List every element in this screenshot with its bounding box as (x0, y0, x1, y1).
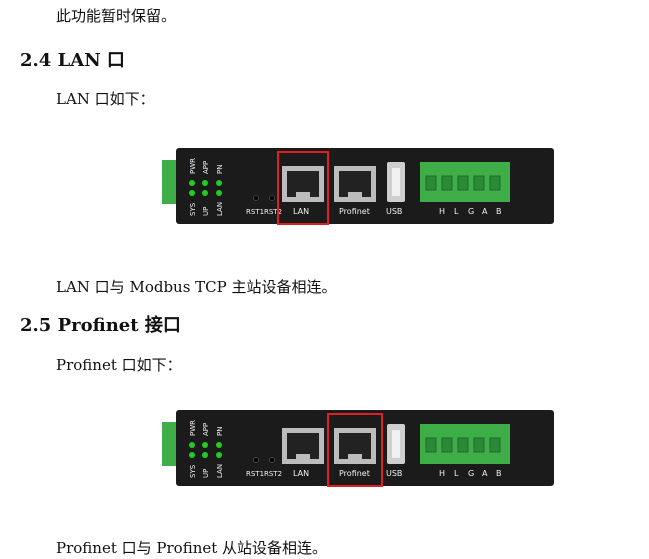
lan-port-label: LAN (293, 469, 309, 478)
section-heading-lan: 2.4 LAN 口 (20, 50, 125, 71)
led-label-top: APP (202, 423, 210, 436)
lan-port-label: LAN (293, 207, 309, 216)
side-connector (162, 422, 176, 466)
lan-intro: LAN 口如下： (56, 90, 155, 108)
reset-button-hole (253, 195, 259, 201)
led-label-bottom: SYS (189, 202, 197, 216)
usb-port-label: USB (386, 469, 402, 478)
side-connector (162, 160, 176, 204)
led (189, 442, 195, 448)
led-label-top: PN (216, 165, 224, 174)
led (216, 190, 222, 196)
terminal-pin-label: G (468, 207, 474, 216)
terminal-pin-label: B (496, 207, 502, 216)
reset-button-hole (269, 195, 275, 201)
led (189, 180, 195, 186)
profinet-port-label: Profinet (339, 207, 370, 216)
device-figure-lan: PWR APP PN SYS UP LAN RST1 RST2 LAN Prof… (162, 146, 554, 226)
reset-label: RST1 (246, 470, 264, 478)
led-label-top: PWR (189, 158, 197, 174)
section-heading-profinet: 2.5 Profinet 接口 (20, 315, 181, 336)
profinet-intro: Profinet 口如下： (56, 356, 182, 374)
reset-label: RST2 (264, 470, 282, 478)
highlight-box (327, 413, 383, 487)
terminal-pin-label: A (482, 469, 488, 478)
led-label-top: APP (202, 161, 210, 174)
terminal-pin-label: L (454, 469, 459, 478)
led (216, 442, 222, 448)
led-label-top: PN (216, 427, 224, 436)
led-label-top: PWR (189, 420, 197, 436)
led (202, 180, 208, 186)
led (216, 180, 222, 186)
reset-label: RST2 (264, 208, 282, 216)
led-label-bottom: SYS (189, 464, 197, 478)
terminal-pin-label: H (439, 207, 445, 216)
led (216, 452, 222, 458)
top-line: 此功能暂时保留。 (56, 7, 177, 25)
device-figure-profinet: PWR APP PN SYS UP LAN RST1 RST2 LAN Prof… (162, 408, 554, 488)
led-label-bottom: UP (202, 207, 210, 216)
led-label-bottom: UP (202, 469, 210, 478)
reset-label: RST1 (246, 208, 264, 216)
led (189, 452, 195, 458)
terminal-pin-label: A (482, 207, 488, 216)
led (202, 442, 208, 448)
device-image: PWR APP PN SYS UP LAN RST1 RST2 LAN Prof… (162, 410, 554, 487)
led-label-bottom: LAN (216, 464, 224, 478)
led-label-bottom: LAN (216, 202, 224, 216)
reset-button-hole (253, 457, 259, 463)
led (202, 190, 208, 196)
profinet-port-label: Profinet (339, 469, 370, 478)
device-image: PWR APP PN SYS UP LAN RST1 RST2 LAN Prof… (162, 148, 554, 225)
profinet-caption: Profinet 口与 Profinet 从站设备相连。 (56, 539, 328, 557)
highlight-box (277, 151, 329, 225)
usb-port-label: USB (386, 207, 402, 216)
terminal-pin-label: H (439, 469, 445, 478)
reset-button-hole (269, 457, 275, 463)
terminal-pin-label: B (496, 469, 502, 478)
led (202, 452, 208, 458)
terminal-pin-label: G (468, 469, 474, 478)
lan-caption: LAN 口与 Modbus TCP 主站设备相连。 (56, 278, 337, 296)
terminal-pin-label: L (454, 207, 459, 216)
led (189, 190, 195, 196)
